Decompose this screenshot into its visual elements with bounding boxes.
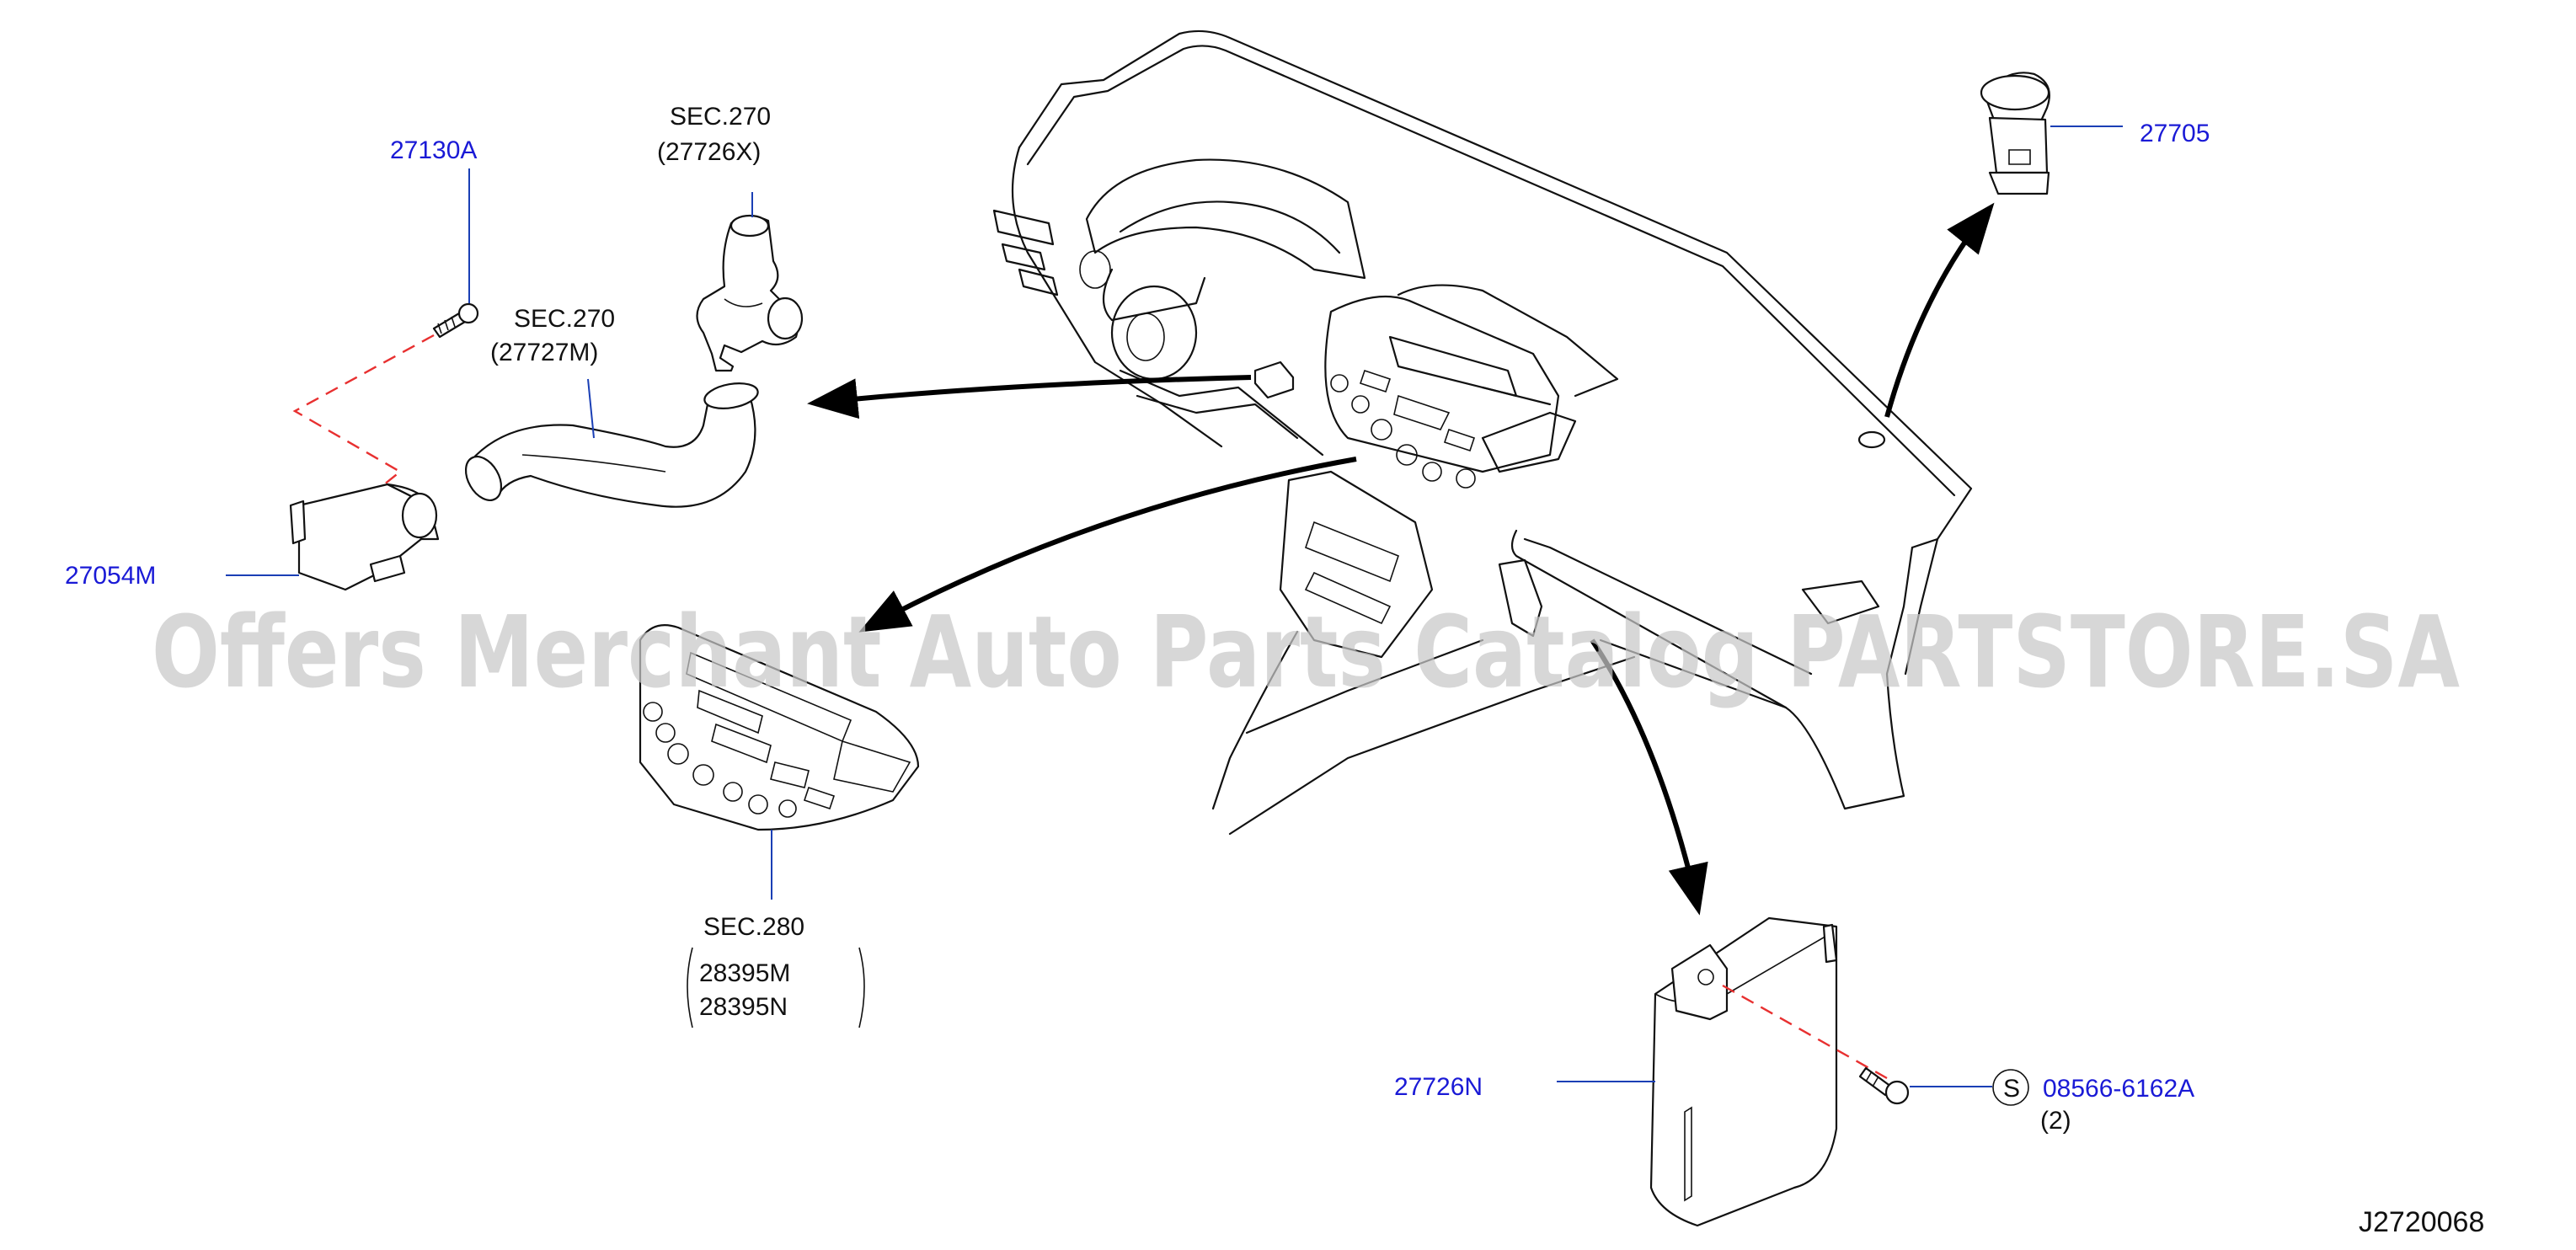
bolt-08566-illustration (1858, 1066, 1992, 1105)
dashboard-illustration (992, 29, 1973, 836)
pointer-arrows (807, 202, 1995, 916)
control-unit-27726N-illustration (1557, 916, 1838, 1227)
section-ref-270-b[interactable]: SEC.270 (514, 305, 615, 333)
control-panel-28395-illustration (639, 624, 920, 900)
part-label-27130A[interactable]: 27130A (390, 136, 477, 164)
watermark-text: Offers Merchant Auto Parts Catalog PARTS… (152, 594, 2460, 710)
hose-27727M-illustration (464, 378, 759, 508)
section-ref-270-a-code: (27726X) (657, 138, 761, 166)
section-ref-280[interactable]: SEC.280 (703, 913, 804, 941)
section-ref-270-b-code: (27727M) (490, 339, 598, 366)
assembly-dash-27130A (292, 334, 435, 513)
part-label-08566-6162A[interactable]: 08566-6162A (2043, 1075, 2194, 1103)
screw-27130A-illustration (432, 168, 479, 339)
part-label-27054M[interactable]: 27054M (65, 562, 156, 590)
sensor-27054M-illustration (226, 483, 440, 591)
section-ref-280-code-2: 28395N (699, 993, 788, 1021)
aspirator-27726X-illustration (696, 192, 804, 372)
code-bracket-left (687, 947, 693, 1028)
section-ref-270-a[interactable]: SEC.270 (670, 103, 771, 131)
part-label-27726N[interactable]: 27726N (1394, 1073, 1483, 1101)
assembly-dash-08566 (1722, 984, 1888, 1080)
sensor-27705-illustration (1980, 72, 2123, 195)
section-ref-280-code-1: 28395M (699, 959, 790, 987)
code-bracket-right (858, 947, 865, 1028)
s-symbol-circle (1992, 1069, 2029, 1106)
quantity-label: (2) (2040, 1107, 2071, 1135)
diagram-code: J2720068 (2359, 1206, 2484, 1238)
s-symbol-letter: S (2003, 1075, 2020, 1103)
part-label-27705[interactable]: 27705 (2140, 120, 2210, 147)
